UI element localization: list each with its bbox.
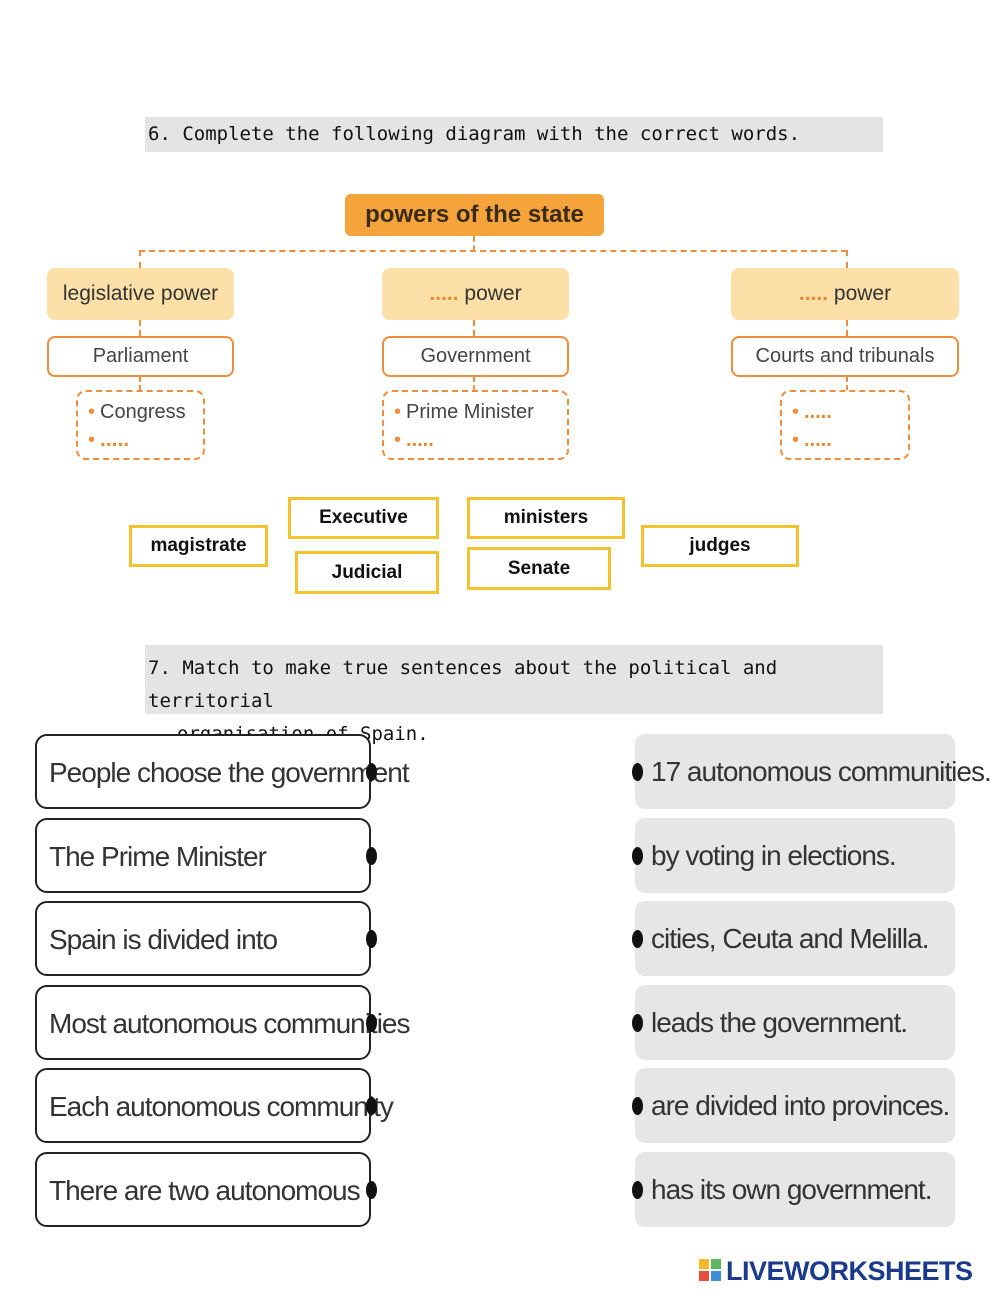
bullet-icon: •: [88, 429, 96, 451]
member-item: •.....: [792, 429, 832, 451]
question-7-line1: 7. Match to make true sentences about th…: [148, 657, 778, 712]
connector-r1: [846, 320, 848, 336]
connector-root-down: [473, 236, 475, 251]
power-label: power: [458, 282, 522, 305]
question-7-instruction: 7. Match to make true sentences about th…: [145, 645, 883, 745]
institution-courts: Courts and tribunals: [731, 336, 959, 377]
match-right-2-dot-icon[interactable]: [632, 847, 643, 865]
power-label: legislative power: [62, 282, 219, 305]
connector-right-down: [846, 250, 848, 268]
judicial-power-node: ..... power: [731, 268, 959, 320]
bullet-icon: •: [792, 429, 800, 451]
match-right-5[interactable]: are divided into provinces.: [635, 1068, 955, 1143]
connector-horizontal: [139, 250, 847, 252]
match-left-5[interactable]: Each autonomous community: [35, 1068, 394, 1143]
match-left-6[interactable]: There are two autonomous: [35, 1152, 371, 1227]
match-left-3[interactable]: Spain is divided into: [35, 901, 371, 976]
bullet-icon: •: [394, 429, 402, 451]
match-left-4[interactable]: Most autonomous communities: [35, 985, 411, 1060]
match-right-6-dot-icon[interactable]: [632, 1181, 643, 1199]
institution-parliament: Parliament: [47, 336, 234, 377]
match-left-2[interactable]: The Prime Minister: [35, 818, 371, 893]
connector-m1: [473, 320, 475, 336]
word-judicial[interactable]: Judicial: [295, 551, 439, 594]
question-6-instruction: 6. Complete the following diagram with t…: [145, 117, 883, 152]
power-blank: .....: [798, 282, 829, 305]
bullet-icon: •: [792, 401, 800, 423]
members-legislative: •Congress •.....: [76, 390, 205, 460]
match-right-2[interactable]: by voting in elections.: [635, 818, 955, 893]
liveworksheets-logo: LIVEWORKSHEETS: [698, 1256, 994, 1286]
match-left-5-dot-icon[interactable]: [366, 1097, 377, 1115]
power-label: power: [828, 282, 892, 305]
connector-r2: [846, 377, 848, 390]
member-item: •Congress: [88, 401, 186, 423]
logo-text: LIVEWORKSHEETS: [726, 1256, 973, 1286]
word-magistrate[interactable]: magistrate: [129, 525, 268, 567]
match-right-3[interactable]: cities, Ceuta and Melilla.: [635, 901, 955, 976]
member-item: •.....: [792, 401, 832, 423]
connector-l2: [139, 377, 141, 390]
word-judges[interactable]: judges: [641, 525, 799, 567]
match-right-5-dot-icon[interactable]: [632, 1097, 643, 1115]
diagram-root-node: powers of the state: [345, 194, 604, 236]
match-right-4-dot-icon[interactable]: [632, 1014, 643, 1032]
member-item: •Prime Minister: [394, 401, 534, 423]
connector-m2: [473, 377, 475, 390]
match-left-2-dot-icon[interactable]: [366, 847, 377, 865]
match-right-1[interactable]: 17 autonomous communities.: [635, 734, 992, 809]
match-left-6-dot-icon[interactable]: [366, 1181, 377, 1199]
connector-left-down: [139, 250, 141, 268]
match-right-4[interactable]: leads the government.: [635, 985, 955, 1060]
match-left-1[interactable]: People choose the government: [35, 734, 410, 809]
members-executive: •Prime Minister •.....: [382, 390, 569, 460]
bullet-icon: •: [394, 401, 402, 423]
power-blank: .....: [429, 282, 459, 305]
word-senate[interactable]: Senate: [467, 547, 611, 590]
legislative-power-node: legislative power: [47, 268, 234, 320]
member-item: •.....: [88, 428, 130, 451]
members-judicial: •..... •.....: [780, 390, 910, 460]
connector-l1: [139, 320, 141, 336]
bullet-icon: •: [88, 401, 96, 423]
match-right-1-dot-icon[interactable]: [632, 763, 643, 781]
word-ministers[interactable]: ministers: [467, 497, 625, 539]
match-left-4-dot-icon[interactable]: [366, 1014, 377, 1032]
liveworksheets-logo-icon: [699, 1259, 721, 1281]
match-left-3-dot-icon[interactable]: [366, 930, 377, 948]
executive-power-node: ..... power: [382, 268, 569, 320]
word-executive[interactable]: Executive: [288, 497, 439, 539]
institution-government: Government: [382, 336, 569, 377]
match-right-6[interactable]: has its own government.: [635, 1152, 955, 1227]
match-left-1-dot-icon[interactable]: [366, 763, 377, 781]
member-item: •.....: [394, 429, 434, 451]
match-right-3-dot-icon[interactable]: [632, 930, 643, 948]
